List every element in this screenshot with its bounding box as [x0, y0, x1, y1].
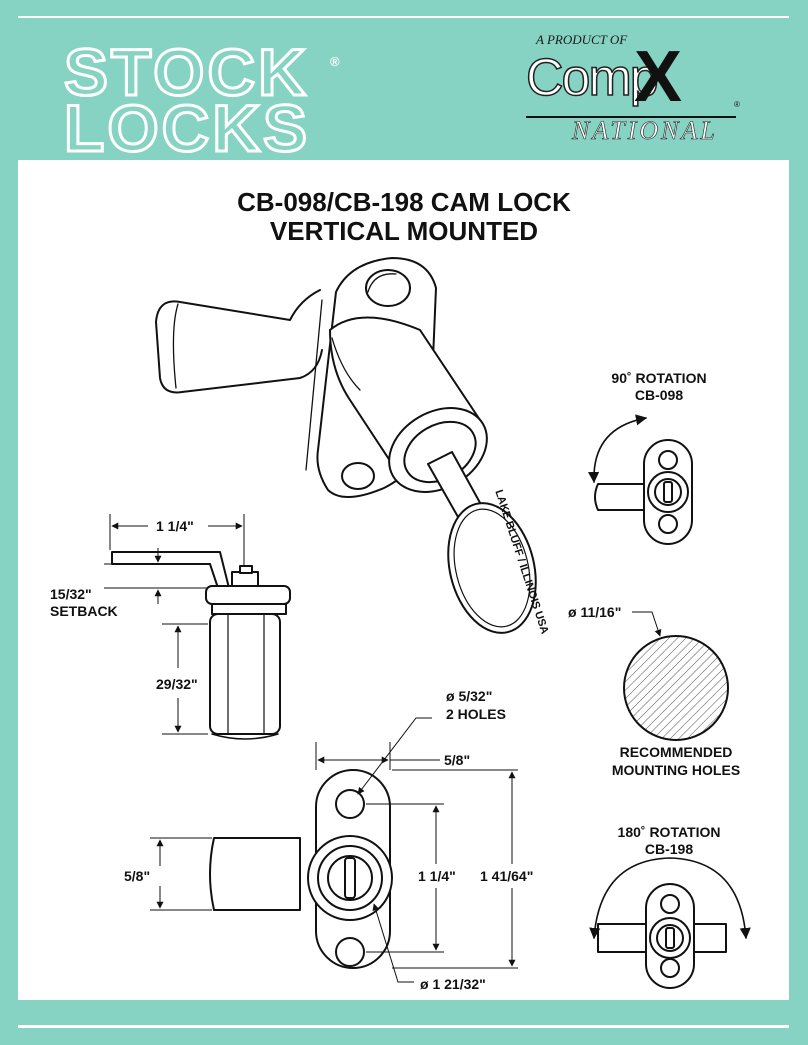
dim-hole-spacing: 1 1/4" — [418, 868, 456, 884]
dim-cam-width: 5/8" — [124, 868, 151, 884]
dim-hole-count: 2 HOLES — [446, 706, 506, 722]
dim-setback-value: 15/32" — [50, 586, 92, 602]
brand-logo-line1: STOCK — [63, 35, 309, 109]
rotation-180-title: 180˚ ROTATION — [617, 824, 721, 840]
mounting-hole-hatched — [623, 635, 729, 741]
product-of-tagline: A PRODUCT OF — [536, 32, 628, 47]
maker-logo-comp: Comp — [525, 48, 659, 108]
dim-plate-height: 1 41/64" — [480, 868, 534, 884]
isometric-lock-view — [155, 257, 537, 634]
brand-logo-line2: LOCKS — [63, 91, 310, 165]
top-border-line — [18, 16, 789, 18]
dim-cam-length: 1 1/4" — [156, 518, 194, 534]
dim-setback-label: SETBACK — [50, 603, 118, 619]
mounting-holes-line2: MOUNTING HOLES — [611, 762, 741, 778]
rotation-180-model: CB-198 — [644, 841, 694, 857]
mounting-holes-line1: RECOMMENDED — [619, 744, 733, 760]
bottom-border-line — [18, 1025, 789, 1028]
maker-registered-mark: ® — [734, 100, 740, 109]
dim-body-diameter: ø 1 21/32" — [420, 976, 486, 992]
rotation-90-title: 90˚ ROTATION — [611, 370, 707, 386]
side-view — [111, 551, 291, 740]
front-view — [209, 769, 393, 969]
dim-plate-width: 5/8" — [444, 752, 471, 768]
dim-hole-diameter: ø 5/32" — [446, 688, 493, 704]
dim-mounting-hole-diameter: ø 11/16" — [568, 604, 622, 620]
rotation-90-model: CB-098 — [634, 387, 684, 403]
maker-logo-national: NATIONAL — [572, 116, 718, 146]
rotation-90-diagram — [588, 414, 693, 545]
drawing-title-line1: CB-098/CB-198 CAM LOCK — [237, 187, 571, 217]
brand-registered-mark: ® — [330, 54, 340, 69]
maker-logo-x: X — [634, 37, 683, 117]
rotation-180-diagram — [589, 857, 751, 989]
dim-body-length: 29/32" — [156, 676, 198, 692]
drawing-title-line2: VERTICAL MOUNTED — [269, 216, 539, 246]
dimension-lines — [104, 514, 662, 983]
maker-logo-rule — [526, 116, 736, 118]
